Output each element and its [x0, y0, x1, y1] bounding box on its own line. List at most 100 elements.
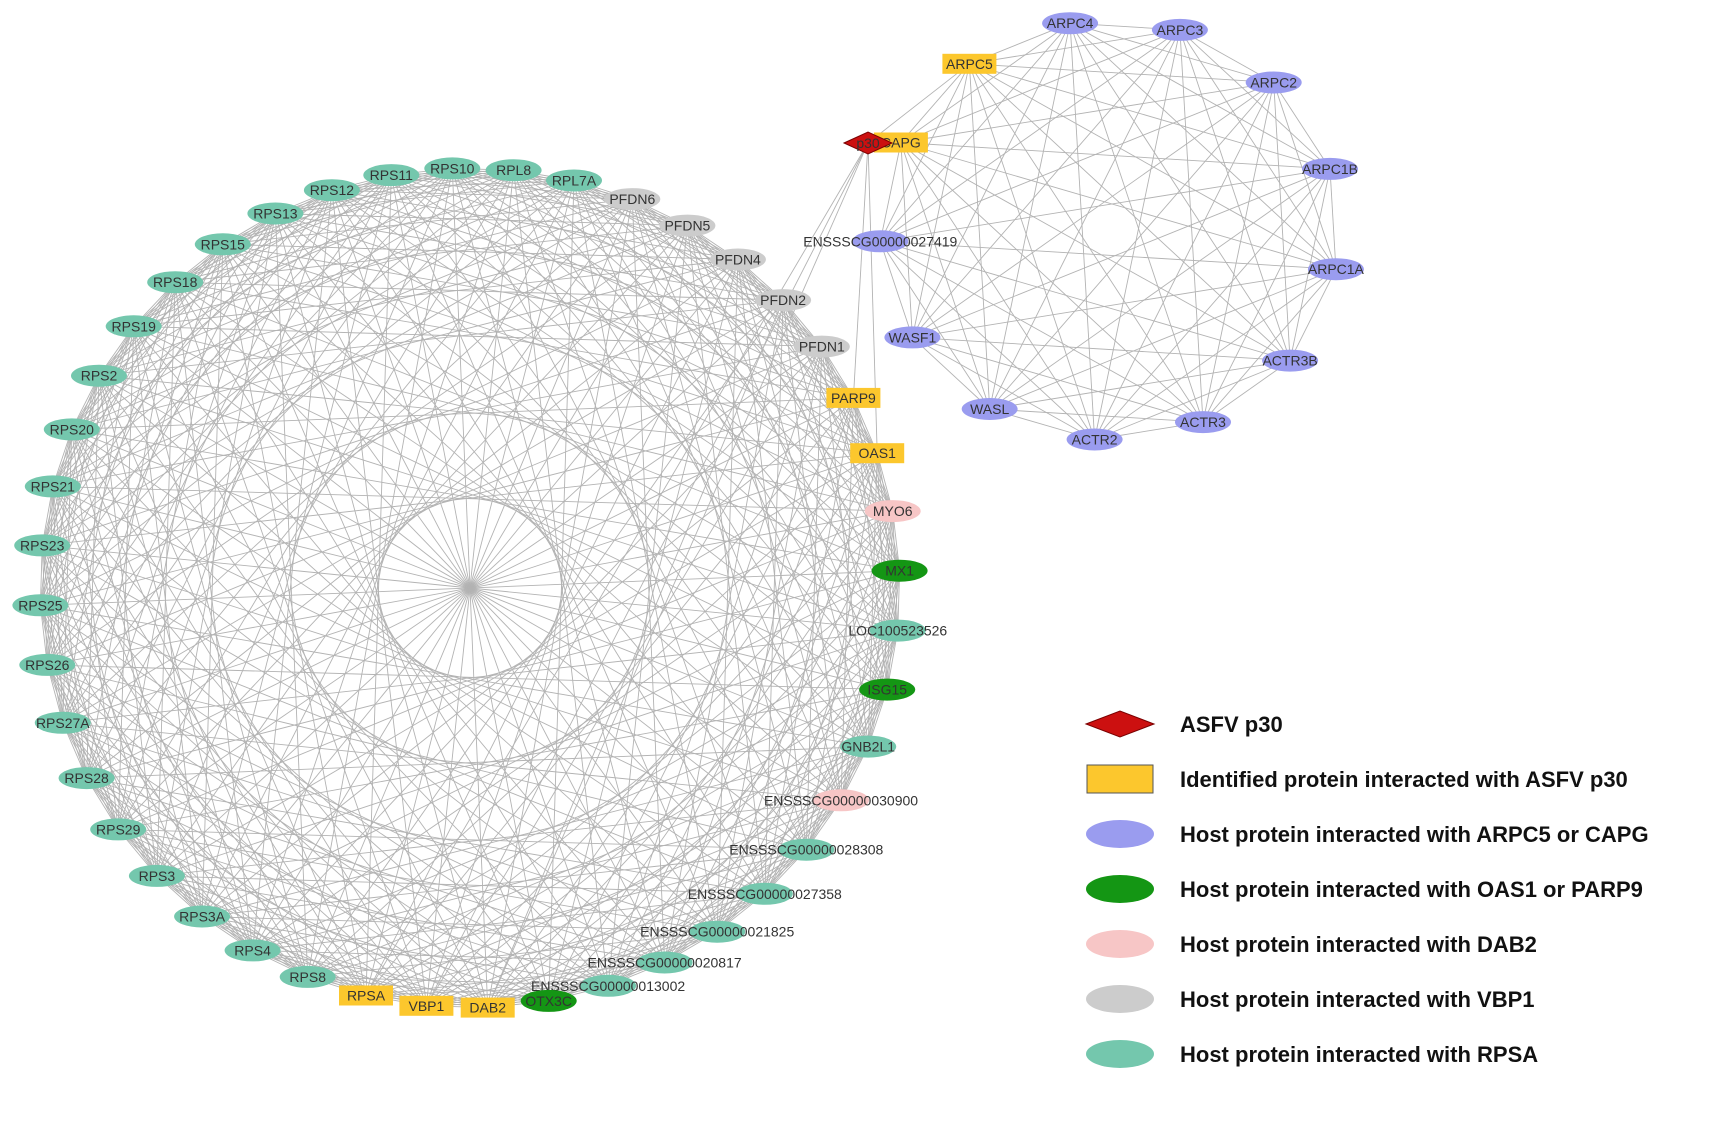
- node-arpc3[interactable]: ARPC3: [1151, 18, 1208, 41]
- node-rps19[interactable]: RPS19: [105, 315, 162, 338]
- node-rps3[interactable]: RPS3: [128, 864, 185, 887]
- node-otx3c[interactable]: OTX3C: [520, 989, 577, 1012]
- node-enssscg00000021825[interactable]: ENSSSCG00000021825: [640, 920, 794, 943]
- node-rps23[interactable]: RPS23: [14, 534, 71, 557]
- node-enssscg00000013002[interactable]: ENSSSCG00000013002: [531, 974, 685, 997]
- node-arpc4[interactable]: ARPC4: [1042, 12, 1099, 35]
- node-rpsa[interactable]: RPSA: [339, 985, 393, 1006]
- edge-rps13-isg15: [275, 213, 888, 690]
- node-arpc1b[interactable]: ARPC1B: [1302, 157, 1358, 180]
- edge-myo6-ens20817: [664, 510, 894, 963]
- node-wasl[interactable]: WASL: [961, 398, 1018, 420]
- edge-ens20817-rps28: [86, 777, 665, 963]
- node-rps3a[interactable]: RPS3A: [174, 905, 231, 928]
- edge-ens28308-vbp1: [426, 849, 807, 1007]
- edge-otx3c-rps2: [98, 375, 550, 1002]
- node-rps26[interactable]: RPS26: [19, 653, 76, 676]
- edge-rps4-rps21: [52, 486, 254, 951]
- node-p30-shape: [842, 131, 894, 155]
- node-pfdn4[interactable]: PFDN4: [709, 248, 766, 271]
- node-parp9-shape: [826, 387, 881, 408]
- node-wasf1[interactable]: WASF1: [884, 326, 941, 349]
- node-mx1[interactable]: MX1: [871, 559, 928, 582]
- node-arpc5[interactable]: ARPC5: [942, 53, 997, 74]
- node-loc100523526[interactable]: LOC100523526: [848, 619, 947, 642]
- node-rps11[interactable]: RPS11: [363, 164, 420, 187]
- node-enssscg00000030900[interactable]: ENSSSCG00000030900: [764, 789, 918, 812]
- node-enssscg00000028308[interactable]: ENSSSCG00000028308: [729, 838, 884, 861]
- node-rpl7a[interactable]: RPL7A: [546, 169, 602, 192]
- edge-rps26-rps18: [46, 282, 176, 666]
- node-vbp1[interactable]: VBP1: [399, 995, 454, 1016]
- node-isg15[interactable]: ISG15: [859, 678, 916, 701]
- node-actr2[interactable]: ACTR2: [1066, 428, 1123, 451]
- node-p30[interactable]: p30: [842, 131, 894, 155]
- node-enssscg00000020817[interactable]: ENSSSCG00000020817: [588, 951, 742, 974]
- node-arpc1a-shape: [1307, 258, 1364, 281]
- node-rps8[interactable]: RPS8: [279, 965, 336, 988]
- edge-rps11-myo6: [391, 174, 893, 512]
- node-parp9[interactable]: PARP9: [826, 387, 881, 408]
- node-enssscg00000027419[interactable]: ENSSSCG00000027419: [803, 230, 958, 253]
- node-rps28[interactable]: RPS28: [58, 767, 115, 790]
- edge-arpc1a-wasf1: [912, 268, 1336, 338]
- node-enssscg00000027358[interactable]: ENSSSCG00000027358: [688, 882, 842, 905]
- edge-parp9-ens27358: [764, 397, 854, 894]
- edge-pfdn4-loc100523526: [737, 259, 899, 631]
- node-rps27a[interactable]: RPS27A: [34, 711, 91, 734]
- edge-actr2-ens27419: [879, 240, 1095, 440]
- node-dab2[interactable]: DAB2: [460, 997, 515, 1018]
- node-gnb2l1[interactable]: GNB2L1: [840, 735, 897, 758]
- edge-actr3b-wasf1: [912, 336, 1291, 362]
- edge-rps28-rps18: [86, 282, 176, 779]
- node-rps18[interactable]: RPS18: [147, 271, 204, 294]
- edge-wasf1-ens27419: [879, 241, 913, 338]
- node-rps25[interactable]: RPS25: [12, 594, 69, 617]
- edge-rps19-pfdn1: [133, 325, 822, 348]
- node-actr3[interactable]: ACTR3: [1175, 411, 1231, 434]
- edge-rps21-rpl7a: [52, 180, 575, 487]
- node-oas1[interactable]: OAS1: [850, 443, 905, 464]
- edge-rps25-pfdn4: [40, 259, 739, 606]
- node-rps12[interactable]: RPS12: [303, 179, 360, 202]
- node-rps19-label: RPS19: [112, 318, 157, 334]
- node-pfdn1[interactable]: PFDN1: [793, 335, 850, 358]
- node-pfdn2[interactable]: PFDN2: [755, 289, 812, 312]
- node-pfdn5[interactable]: PFDN5: [659, 214, 716, 237]
- edge-ens20817-rps21: [52, 486, 665, 963]
- node-myo6-shape: [864, 500, 921, 523]
- edge-arpc2-actr3b: [1273, 82, 1291, 361]
- node-capg[interactable]: CAPG: [873, 132, 928, 153]
- edge-arpc2-arpc5: [969, 63, 1274, 83]
- edge-rps15-loc100523526: [222, 243, 899, 631]
- node-rps26-shape: [19, 653, 76, 676]
- node-rpl8[interactable]: RPL8: [485, 159, 542, 182]
- edge-arpc4-actr3b: [1069, 22, 1291, 361]
- node-pfdn6[interactable]: PFDN6: [604, 188, 661, 211]
- edge-oas1-ens13002: [607, 452, 878, 987]
- node-rps13-label: RPS13: [253, 206, 298, 222]
- node-rps4[interactable]: RPS4: [224, 939, 281, 962]
- edge-arpc2-ens27419: [880, 82, 1274, 242]
- node-pfdn2-label: PFDN2: [760, 292, 806, 308]
- node-rps29[interactable]: RPS29: [90, 818, 147, 841]
- node-arpc2[interactable]: ARPC2: [1245, 71, 1302, 94]
- edge-mx1-rps28: [86, 570, 900, 779]
- node-arpc1a[interactable]: ARPC1A: [1307, 258, 1365, 281]
- node-myo6[interactable]: MYO6: [864, 500, 921, 523]
- edge-rpl8-gnb2l1: [513, 169, 869, 747]
- edge-ens21825-rps29: [118, 828, 718, 933]
- node-rps2[interactable]: RPS2: [71, 364, 127, 387]
- edge-rps28-rps13: [86, 213, 276, 779]
- node-rps15[interactable]: RPS15: [194, 233, 251, 256]
- edge-loc100523526-rps8: [307, 630, 899, 978]
- node-rps10[interactable]: RPS10: [424, 157, 481, 180]
- node-rps20[interactable]: RPS20: [43, 418, 100, 441]
- edge-actr3-wasl: [989, 408, 1204, 423]
- node-rps21[interactable]: RPS21: [24, 475, 81, 498]
- node-rpl8-shape: [485, 159, 542, 182]
- node-rps13[interactable]: RPS13: [247, 202, 304, 225]
- node-arpc1a-label: ARPC1A: [1308, 261, 1365, 277]
- node-actr3b[interactable]: ACTR3B: [1262, 349, 1319, 372]
- node-pfdn4-label: PFDN4: [715, 252, 761, 268]
